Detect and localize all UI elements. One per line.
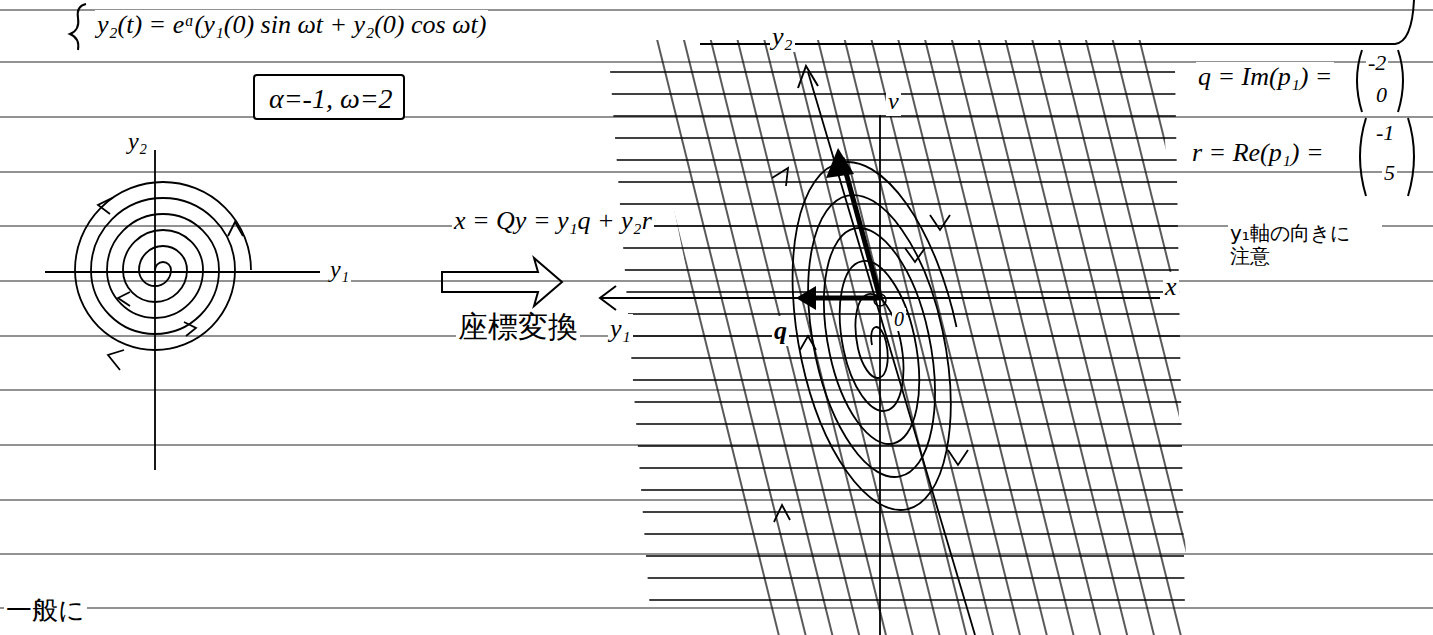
parameter-text: α=-1, ω=2 — [269, 83, 393, 115]
vector-entry: 0 — [1374, 82, 1389, 107]
vector-entry: -2 — [1366, 50, 1388, 75]
section-heading: 一般に — [4, 596, 87, 626]
axis-label: y₁ — [608, 314, 633, 344]
vector-label: q — [772, 316, 789, 346]
math-equation: y₂(t) = eᵅ(y₁(0) sin ωt + y₂(0) cos ωt) — [95, 10, 488, 40]
axis-label: v — [886, 88, 901, 116]
parameter-box: α=-1, ω=2 — [253, 74, 405, 120]
vector-definition: r = Re(p₁) = — [1190, 138, 1326, 168]
origin-label: 0 — [892, 308, 906, 331]
vector-entry: -1 — [1374, 120, 1396, 145]
note-text: y₁軸の向きに 注意 — [1228, 222, 1382, 268]
transform-caption: 座標変換 — [456, 310, 580, 345]
axis-label: y₁ — [328, 256, 351, 284]
vector-definition: q = Im(p₁) = — [1196, 62, 1334, 92]
axis-label: x — [1163, 272, 1179, 302]
axis-label: y₂ — [126, 128, 149, 156]
transform-equation: x = Qy = y₁q + y₂r — [452, 206, 654, 236]
vector-entry: 5 — [1382, 160, 1397, 185]
axis-label: y₂ — [770, 22, 795, 52]
